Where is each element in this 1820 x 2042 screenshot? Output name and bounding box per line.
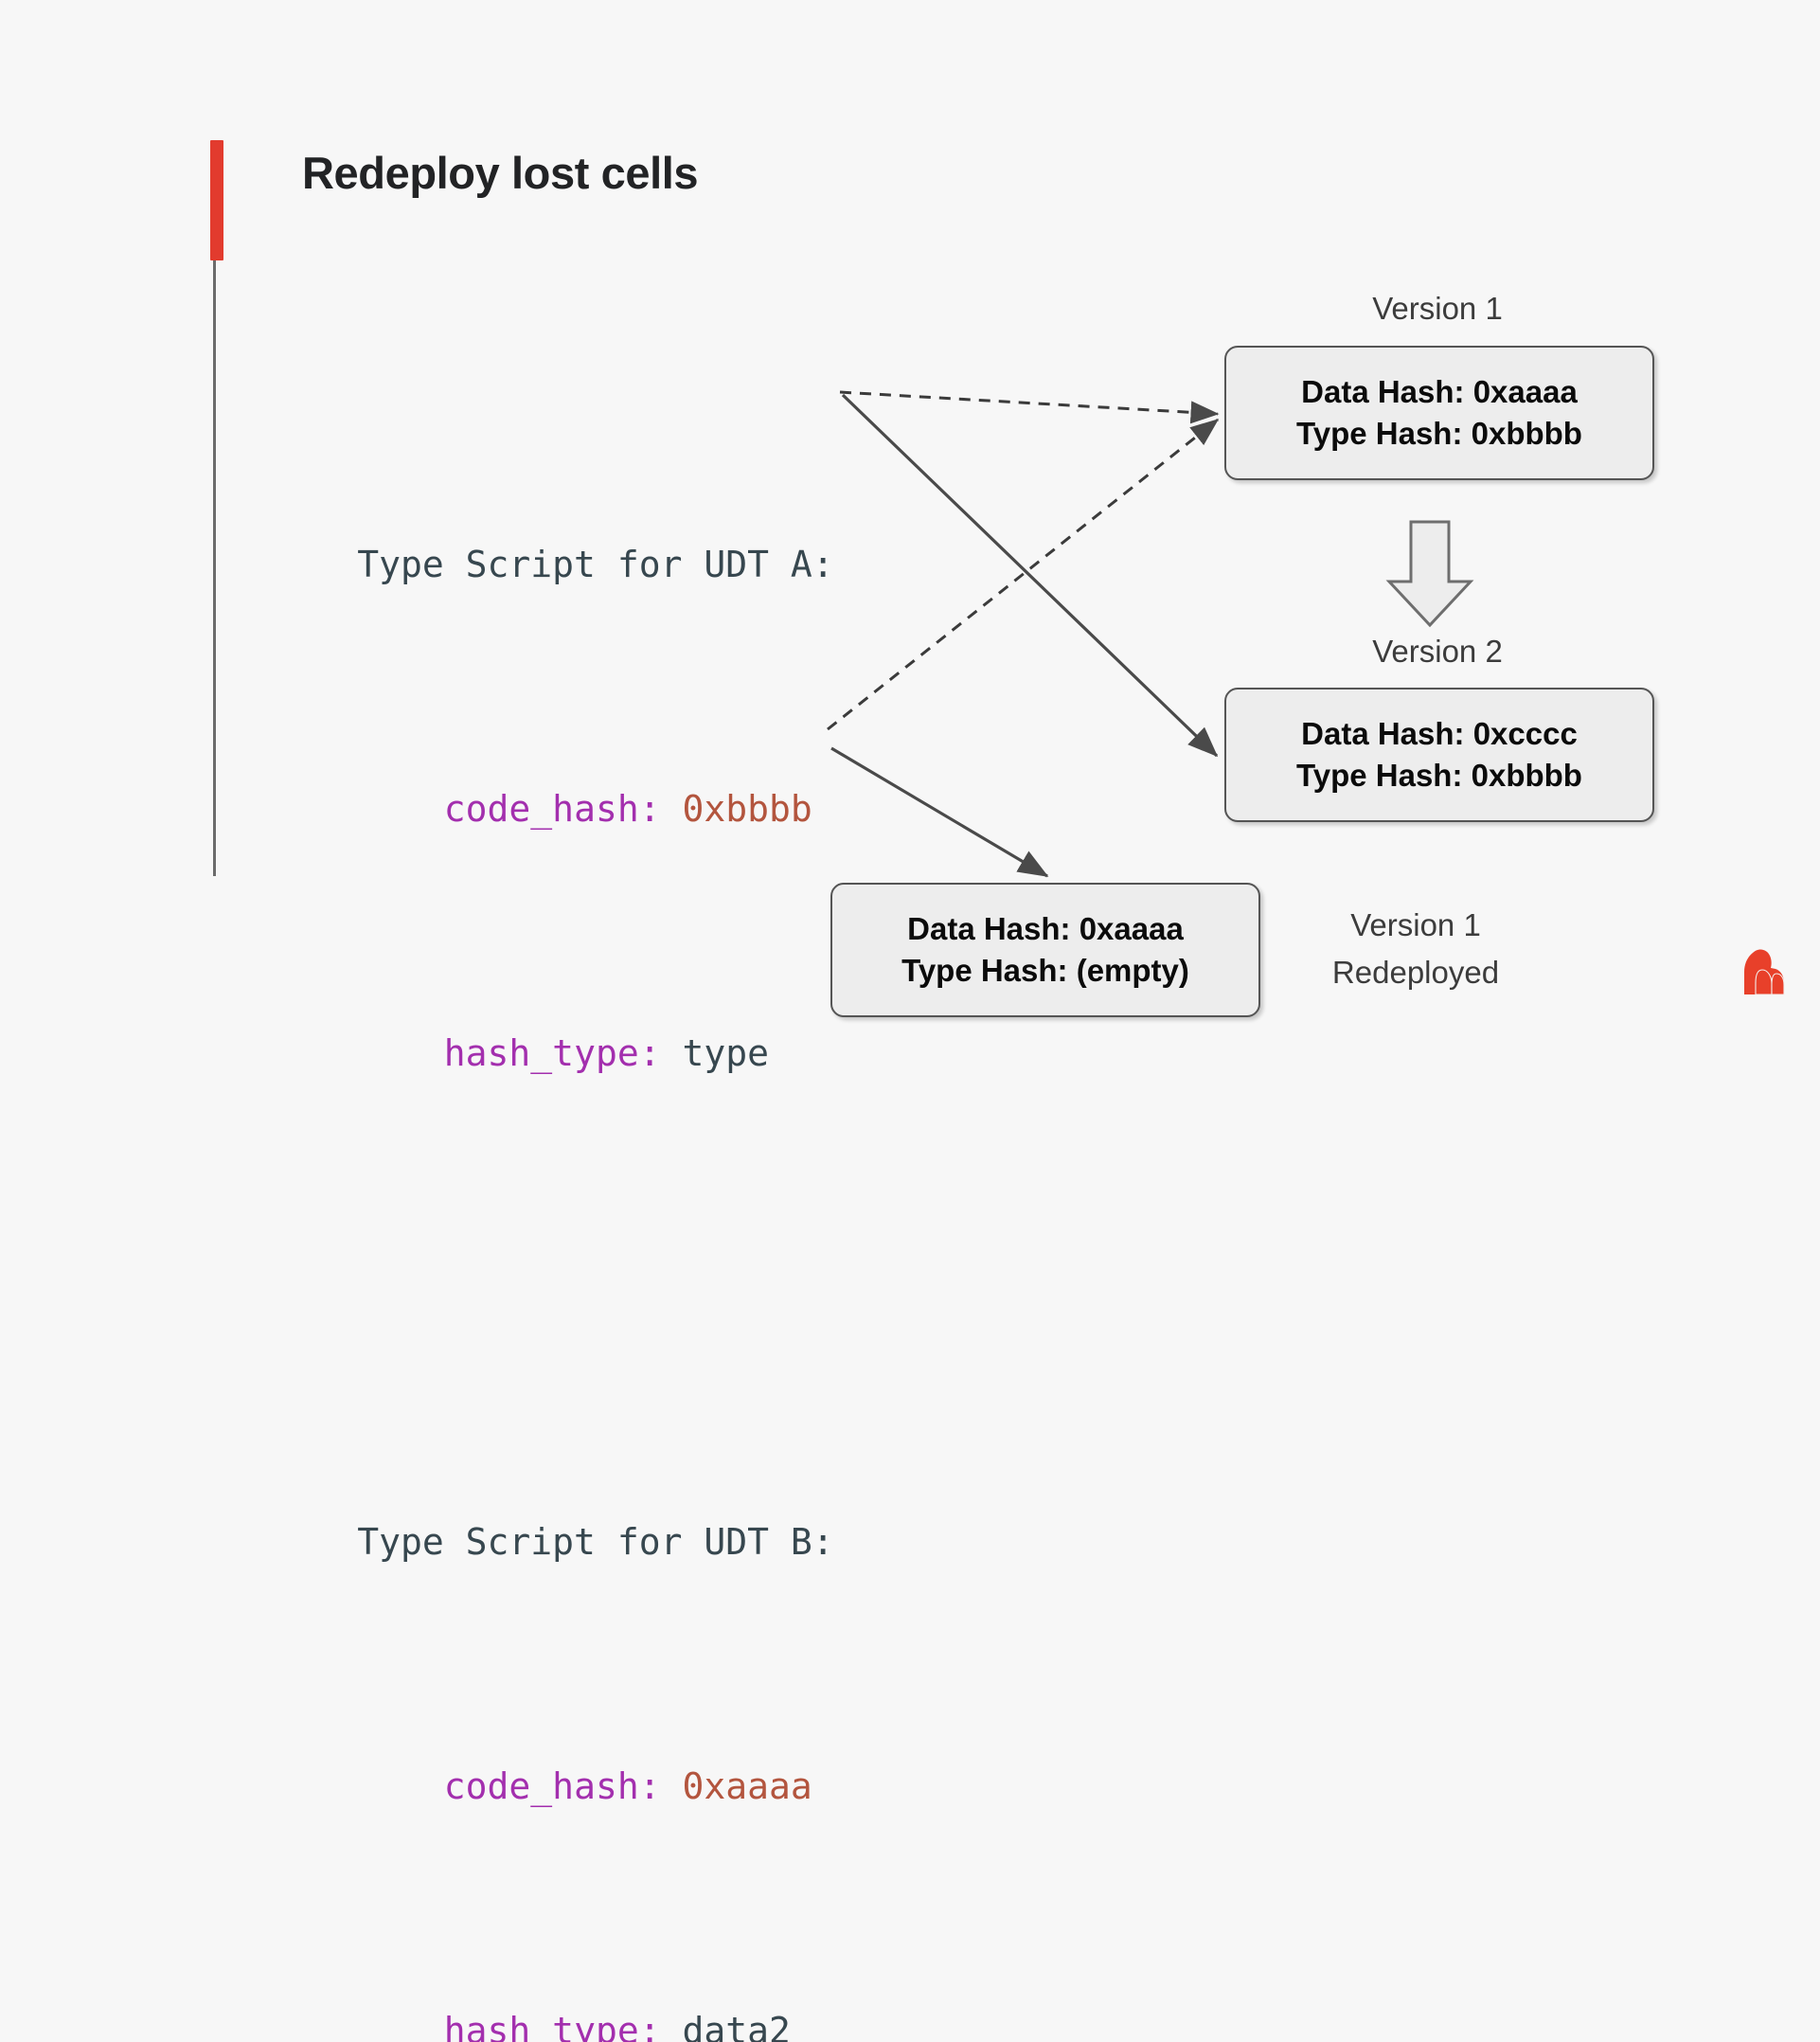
code-sep-b-code-hash: : (638, 1765, 683, 1807)
code-heading-b-text: Type Script for UDT B: (357, 1521, 834, 1563)
code-key-b-code-hash: code_hash (443, 1765, 639, 1807)
version-1-redeployed-label: Version 1 Redeployed (1274, 902, 1558, 996)
code-sep-b-hash-type: : (638, 2010, 683, 2042)
code-heading-a-text: Type Script for UDT A: (357, 544, 834, 585)
code-indent (357, 788, 444, 830)
code-line-b-hash-type: hash_type: data2 (227, 1908, 834, 2042)
code-line-heading-a: Type Script for UDT A: (227, 442, 833, 585)
upgrade-down-arrow-icon (1385, 520, 1474, 628)
cell-redeploy-type-hash: Type Hash: (empty) (901, 953, 1189, 988)
gorilla-logo-icon (1744, 949, 1785, 995)
cell-v1-data-hash: Data Hash: 0xaaaa (1301, 374, 1578, 409)
title-spine-line (213, 260, 216, 876)
redeploy-label-line-2: Redeployed (1331, 955, 1500, 990)
code-value-a-code-hash: 0xbbbb (682, 788, 812, 830)
code-sep-a-code-hash: : (638, 788, 683, 830)
connector-b-to-v1 (827, 418, 1220, 731)
code-indent (357, 2010, 444, 2042)
code-line-heading-b: Type Script for UDT B: (227, 1420, 833, 1563)
title-accent-bar (210, 140, 223, 260)
version-1-label: Version 1 (1372, 291, 1503, 326)
code-value-a-hash-type: type (682, 1032, 769, 1074)
cell-v2-data-hash: Data Hash: 0xcccc (1301, 716, 1578, 751)
code-key-a-hash-type: hash_type (443, 1032, 639, 1074)
code-indent (357, 1032, 444, 1074)
cell-box-version-1[interactable]: Data Hash: 0xaaaa Type Hash: 0xbbbb (1224, 346, 1654, 480)
redeploy-label-line-1: Version 1 (1350, 907, 1481, 942)
code-line-blank (227, 1175, 834, 1257)
code-indent (357, 1765, 444, 1807)
cell-redeploy-data-hash: Data Hash: 0xaaaa (907, 911, 1184, 946)
code-value-b-hash-type: data2 (682, 2010, 791, 2042)
cell-v2-type-hash: Type Hash: 0xbbbb (1296, 758, 1582, 793)
version-2-label: Version 2 (1372, 634, 1503, 669)
code-line-a-code-hash: code_hash: 0xbbbb (227, 687, 834, 830)
code-sep-a-hash-type: : (638, 1032, 683, 1074)
cell-box-redeployed[interactable]: Data Hash: 0xaaaa Type Hash: (empty) (830, 883, 1260, 1017)
connector-a-to-v2 (841, 393, 1219, 758)
page-title: Redeploy lost cells (302, 148, 699, 198)
code-line-b-code-hash: code_hash: 0xaaaa (227, 1664, 834, 1807)
type-script-code-block: Type Script for UDT A: code_hash: 0xbbbb… (227, 279, 834, 2042)
code-line-a-hash-type: hash_type: type (227, 931, 834, 1074)
code-key-a-code-hash: code_hash (443, 788, 639, 830)
connector-a-to-v1 (839, 390, 1220, 424)
code-value-b-code-hash: 0xaaaa (682, 1765, 812, 1807)
slide-canvas: Redeploy lost cells Type Script for UDT … (210, 140, 1785, 2042)
cell-box-version-2[interactable]: Data Hash: 0xcccc Type Hash: 0xbbbb (1224, 688, 1654, 822)
connector-b-to-redeploy (830, 746, 1049, 878)
code-key-b-hash-type: hash_type (443, 2010, 639, 2042)
cell-v1-type-hash: Type Hash: 0xbbbb (1296, 416, 1582, 451)
